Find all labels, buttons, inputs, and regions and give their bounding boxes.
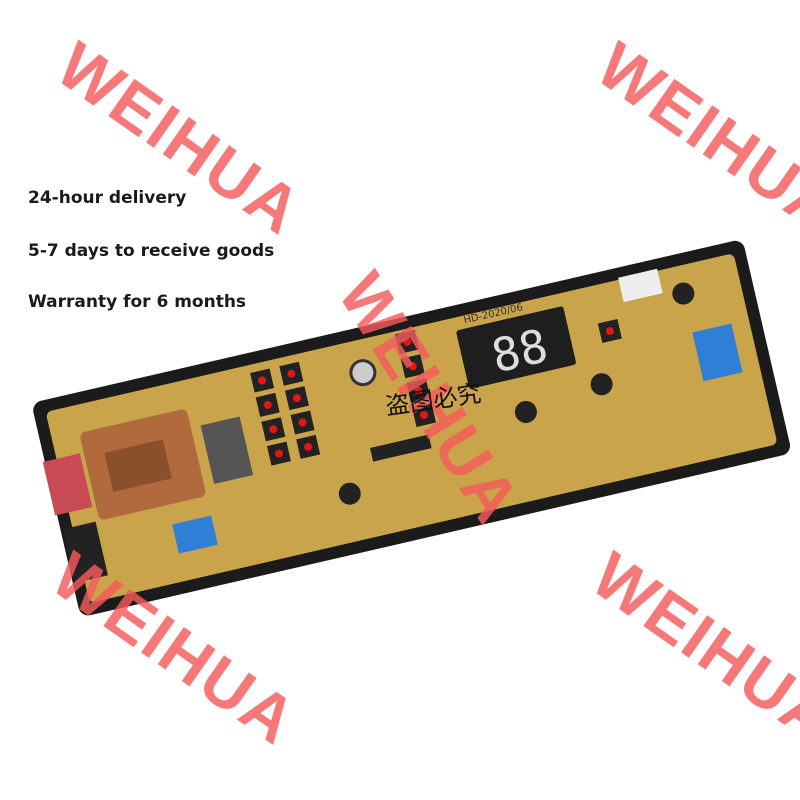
led xyxy=(258,376,267,385)
display-digits: 88 xyxy=(487,318,553,383)
info-receive: 5-7 days to receive goods xyxy=(28,241,275,261)
led xyxy=(292,394,301,403)
led xyxy=(403,337,412,346)
led xyxy=(263,400,272,409)
tact-switch xyxy=(338,482,361,505)
tact-switch xyxy=(672,282,695,305)
led xyxy=(414,386,423,395)
led xyxy=(304,442,313,451)
led xyxy=(408,362,417,371)
relay xyxy=(200,416,254,484)
led xyxy=(298,418,307,427)
ic-chip xyxy=(370,434,432,462)
led xyxy=(605,327,614,336)
transformer-label xyxy=(104,439,172,492)
pcb xyxy=(46,254,777,602)
capacitor xyxy=(349,359,377,387)
display xyxy=(456,306,576,389)
red-connector xyxy=(42,453,93,516)
black-connector xyxy=(62,521,108,583)
info-warranty: Warranty for 6 months xyxy=(28,292,247,312)
white-connector xyxy=(618,268,663,303)
blue-connector-right xyxy=(692,323,743,382)
tact-switch xyxy=(590,373,613,396)
led xyxy=(287,369,296,378)
led-group xyxy=(250,319,622,466)
info-delivery: 24-hour delivery xyxy=(28,188,187,208)
led xyxy=(269,425,278,434)
blue-connector-left xyxy=(172,515,218,554)
led xyxy=(419,410,428,419)
led xyxy=(274,449,283,458)
tact-switch xyxy=(514,400,537,423)
